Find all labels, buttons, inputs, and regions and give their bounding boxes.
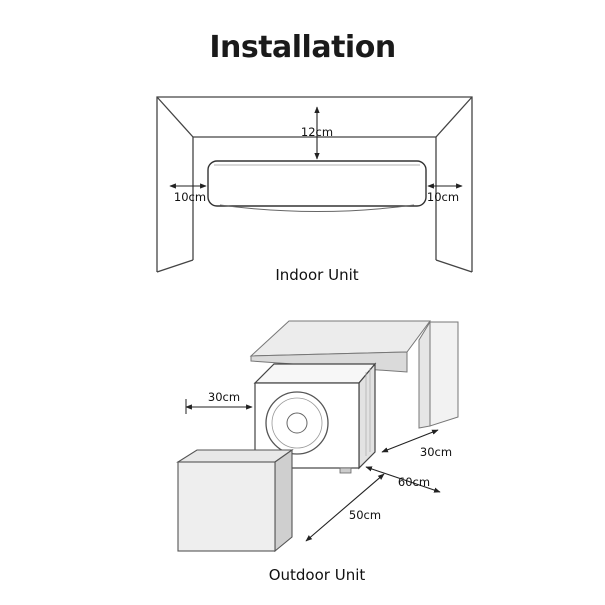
indoor-right-clearance-label: 10cm [427,190,459,204]
outdoor-unit-caption: Outdoor Unit [269,566,366,584]
outdoor-left-clearance-label: 30cm [208,390,240,404]
outdoor-front-obstacle [176,448,294,553]
outdoor-front-clearance-label: 50cm [349,508,381,522]
outdoor-back-clearance-arrow [381,429,439,453]
outdoor-back-wall [418,320,459,429]
indoor-left-clearance-label: 10cm [174,190,206,204]
indoor-unit [207,160,427,212]
outdoor-right-clearance-arrow [365,466,441,493]
indoor-top-clearance-label: 12cm [301,125,333,139]
outdoor-right-clearance-label: 60cm [398,475,430,489]
indoor-unit-caption: Indoor Unit [275,266,358,284]
outdoor-front-clearance-arrow [305,473,385,542]
page-title: Installation [209,30,396,65]
outdoor-back-clearance-label: 30cm [420,445,452,459]
